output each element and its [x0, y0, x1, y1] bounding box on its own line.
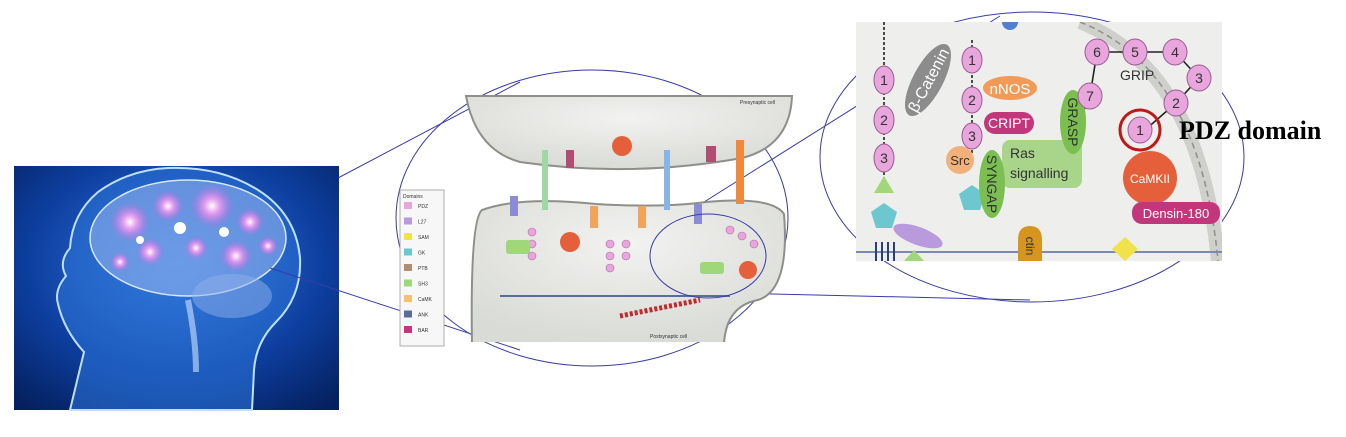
legend-label-l27: L27 [418, 220, 427, 226]
pdz-domain-grip-7-number: 7 [1086, 88, 1094, 104]
postsynaptic-label: Postsynaptic cell [650, 334, 687, 340]
densin-label: Densin-180 [1143, 206, 1210, 221]
pdz-domain-grip-1-number: 1 [1136, 122, 1144, 138]
pdz-domain-grip-7 [1077, 82, 1103, 110]
pdz-domain-grip-2-number: 2 [1172, 95, 1180, 111]
detail-zoom-ellipse [819, 11, 1245, 303]
pdz-domain-left-2-number: 2 [880, 112, 888, 128]
pdz-highlight-circle [1118, 108, 1162, 152]
nnos-label: nNOS [990, 81, 1031, 98]
brain-illustration [14, 166, 339, 411]
legend-label-bar: BAR [418, 328, 429, 334]
legend-swatch-ank [404, 310, 412, 318]
pdz-domain-grip-3-number: 3 [1195, 70, 1203, 86]
pdz-domain-grip-4 [1162, 38, 1188, 66]
cript-label: CRIPT [988, 115, 1030, 131]
pdz-domain-mid-3 [961, 122, 983, 150]
actin-label: ctin [1023, 237, 1037, 256]
legend-swatch-pdz [404, 202, 412, 209]
pdz-domain-mid-1-number: 1 [968, 52, 976, 68]
pdz-domain-grip-5 [1122, 38, 1148, 66]
legend-swatch-sam [404, 233, 412, 240]
pdz-domain-mid-3-number: 3 [968, 128, 976, 144]
synapse-diagram [464, 95, 794, 342]
legend-swatch-bar [404, 326, 412, 333]
pdz-domain-mid-2-number: 2 [968, 92, 976, 108]
legend-swatch-l27 [404, 217, 412, 225]
legend-swatch-sh3 [404, 279, 412, 287]
legend-label-pdz: PDZ [418, 204, 428, 210]
pdz-domain-left-2 [873, 105, 895, 135]
pdz-domain-grip-2 [1163, 89, 1189, 117]
synapse-inner-zoom-ellipse [649, 213, 767, 299]
legend-swatch-camk [404, 295, 412, 302]
presynaptic-label: Presynaptic cell [740, 100, 775, 106]
pdz-domain-grip-4-number: 4 [1171, 44, 1179, 60]
pdz-domain-left-3-number: 3 [880, 150, 888, 166]
ras-label-line2: signalling [1010, 165, 1068, 181]
legend-label-sh3: SH3 [418, 282, 428, 288]
pdz-domain-mid-1 [961, 46, 983, 74]
legend-label-ptb: PTB [418, 266, 428, 272]
grasp-label: GRASP [1065, 97, 1081, 146]
pdz-domain-grip-6-number: 6 [1093, 44, 1101, 60]
pdz-domain-grip-5-number: 5 [1131, 44, 1139, 60]
legend-title: Domains [403, 194, 423, 200]
pdz-domain-grip-1 [1127, 116, 1153, 144]
legend-swatch-ptb [404, 264, 412, 271]
pdz-domain-grip-3 [1186, 64, 1212, 92]
legend-swatch-gk [404, 248, 412, 256]
legend-label-ank: ANK [418, 313, 429, 319]
camkii-label: CaMKII [1130, 172, 1170, 186]
pdz-domain-left-3 [873, 143, 895, 173]
legend-label-camk: CaMK [418, 297, 433, 303]
legend-label-gk: GK [418, 251, 426, 257]
pdz-domain-grip-6 [1084, 38, 1110, 66]
pdz-domain-left-1-number: 1 [880, 72, 888, 88]
pdz-domain-callout: PDZ domain [1179, 116, 1322, 145]
zoom-detail: β-Catenin 123 123 nNOS CRIPT Src Ras sig… [856, 22, 1222, 261]
pdz-domain-mid-2 [961, 86, 983, 114]
legend-label-sam: SAM [418, 235, 429, 241]
grip-label: GRIP [1120, 67, 1154, 83]
syngap-label: SYNGAP [984, 155, 1000, 213]
src-label: Src [950, 153, 970, 168]
ras-label-line1: Ras [1010, 145, 1035, 161]
synapse-zoom-ellipse [395, 69, 789, 367]
pdz-domain-left-1 [873, 65, 895, 95]
